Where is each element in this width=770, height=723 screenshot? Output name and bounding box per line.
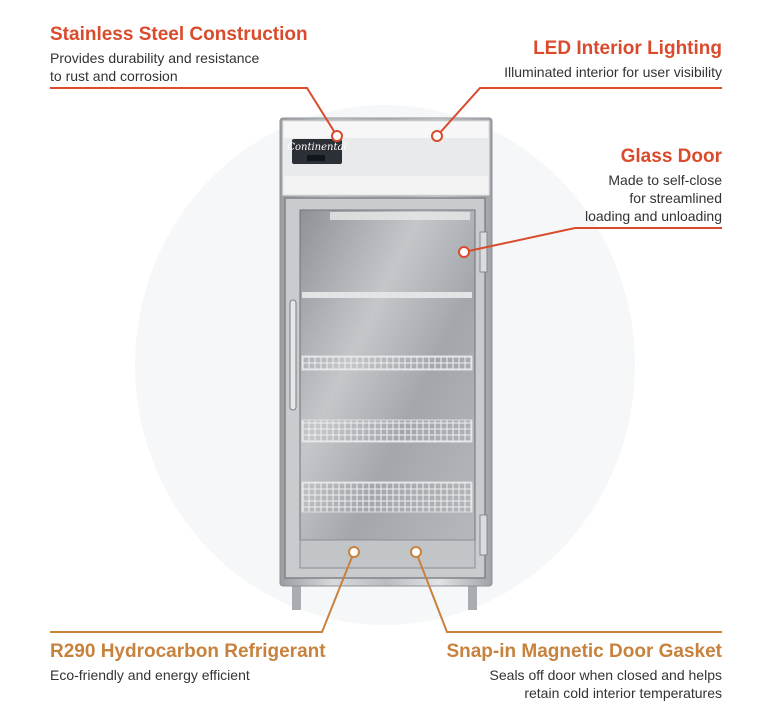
callout-title: Glass Door [620,146,722,167]
description-line: to rust and corrosion [50,68,178,84]
description-line: Made to self-close [608,172,722,188]
led-light-strip [284,122,488,138]
description-line: retain cold interior temperatures [524,685,722,701]
interior-light-bar [330,212,470,220]
description-line: Seals off door when closed and helps [489,667,722,683]
kick-plate [299,539,476,569]
callout-description: Seals off door when closed and helps ret… [446,666,722,702]
wire-shelf [301,419,473,443]
callout-description: Made to self-close for streamlined loadi… [585,171,722,225]
shelves [301,292,473,513]
callout-title: LED Interior Lighting [533,38,722,59]
wire-shelf [301,355,473,371]
brand-badge [292,139,342,164]
callout-glass-door: Glass Door Made to self-close for stream… [585,146,722,225]
callout-r290-refrigerant: R290 Hydrocarbon Refrigerant Eco-friendl… [50,641,326,684]
description-line: Provides durability and resistance [50,50,260,66]
hinge-top [479,231,488,273]
description-line: loading and unloading [584,208,722,224]
callout-description: Provides durability and resistance to ru… [50,49,308,85]
callout-led-lighting: LED Interior Lighting Illuminated interi… [504,38,722,81]
callout-description: Eco-friendly and energy efficient [50,666,326,684]
brand-logo: Continental [287,142,346,153]
callout-stainless-steel: Stainless Steel Construction Provides du… [50,24,308,85]
hinge-bottom [479,514,488,556]
description-line: Illuminated interior for user visibility [504,64,722,80]
glass-pane [299,209,476,569]
header-lower-trim [284,176,488,194]
callout-description: Illuminated interior for user visibility [504,63,722,81]
description-line: for streamlined [629,190,722,206]
callout-title: R290 Hydrocarbon Refrigerant [50,641,326,662]
callout-door-gasket: Snap-in Magnetic Door Gasket Seals off d… [446,641,722,702]
shelf [302,292,472,298]
callout-title: Stainless Steel Construction [50,24,308,45]
door-handle [289,299,297,411]
description-line: Eco-friendly and energy efficient [50,667,250,683]
digital-display [307,155,325,161]
wire-shelf [301,481,473,513]
callout-title: Snap-in Magnetic Door Gasket [446,641,722,662]
